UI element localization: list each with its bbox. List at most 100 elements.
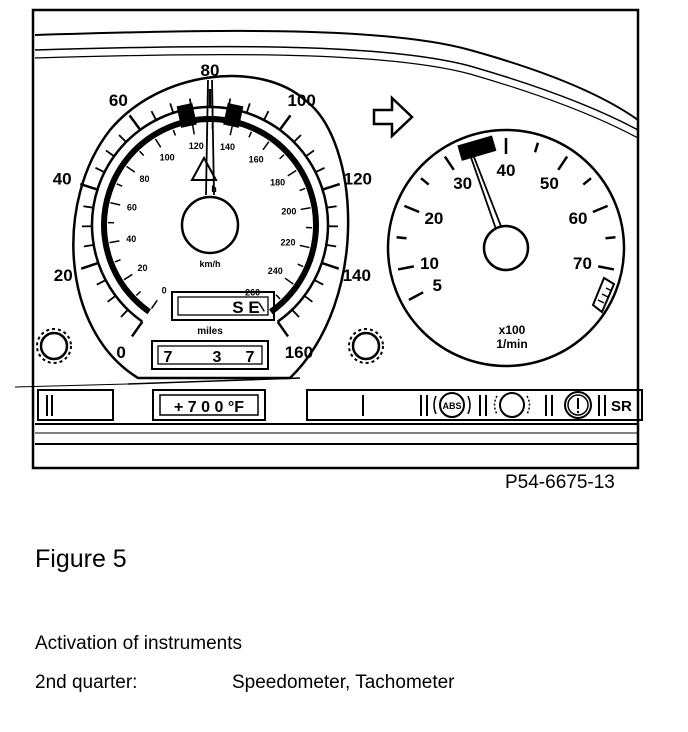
tacho-needle [472, 153, 503, 228]
brake-warning-icon [493, 392, 531, 418]
warning-exclamation-icon [564, 391, 592, 419]
tacho-tick [443, 155, 455, 171]
mph-tick [322, 182, 341, 191]
mph-tick [95, 166, 105, 174]
mph-tick [150, 110, 157, 121]
mph-tick [303, 295, 313, 303]
kmh-tick [110, 202, 121, 206]
mph-tick [291, 309, 300, 318]
rpm-marker-block [457, 135, 497, 161]
indicator-panel-left [37, 389, 114, 421]
kmh-tick [123, 273, 133, 281]
kmh-label: 100 [160, 152, 175, 162]
kmh-label: 120 [189, 141, 204, 151]
tacho-tick [420, 177, 430, 186]
mph-tick [326, 205, 337, 209]
odometer-digit: 3 [213, 349, 222, 366]
tacho-tick [597, 265, 615, 271]
tacho-label: 20 [424, 209, 443, 228]
speedo-outer-band [90, 105, 330, 323]
mph-label: 140 [343, 266, 371, 285]
kmh-label: 60 [127, 203, 137, 213]
mph-label: 20 [54, 266, 73, 285]
tacho-label: 50 [540, 174, 559, 193]
sr-label: SR [611, 398, 632, 415]
kmh-tick [279, 154, 285, 160]
warning-triangle-icon [190, 155, 218, 181]
dash-contour-line [34, 53, 639, 139]
odometer-digit: 7 [246, 349, 255, 366]
odometer-inner [157, 345, 263, 365]
mph-tick [263, 110, 270, 121]
tacho-hub [482, 224, 530, 272]
kmh-label: 40 [126, 234, 136, 244]
figure-title: Figure 5 [35, 545, 127, 573]
mph-tick [313, 279, 324, 286]
tacho-tick [605, 235, 616, 240]
tacho-tick [397, 265, 415, 271]
kmh-label: 180 [270, 177, 285, 187]
kmh-tick [299, 244, 310, 249]
mph-tick [120, 309, 129, 318]
mph-tick [83, 243, 94, 248]
mph-tick [169, 103, 175, 114]
speed-marker-block [223, 103, 244, 128]
kmh-label: 20 [138, 263, 148, 273]
tacho-tick [592, 204, 609, 214]
kmh-tick [150, 299, 158, 309]
tacho-label: 60 [569, 209, 588, 228]
kmh-tick [248, 131, 253, 138]
gear-display-inner [177, 296, 269, 316]
mph-tick [305, 149, 315, 157]
kmh-tick [262, 141, 270, 151]
mph-unit-label: h [211, 184, 217, 194]
tacho-needle [469, 153, 497, 228]
redline-hatch [601, 293, 609, 298]
kmh-tick [116, 183, 123, 187]
mph-tick [326, 243, 337, 248]
kmh-label: 160 [249, 155, 264, 165]
tacho-tick [396, 235, 407, 240]
gear-display [171, 291, 275, 321]
leader-line [14, 383, 129, 388]
kmh-label: 80 [140, 174, 150, 184]
part-number: P54-6675-13 [505, 472, 615, 493]
mph-label: 160 [285, 343, 313, 362]
mph-tick [245, 103, 251, 114]
mph-tick [83, 205, 94, 209]
tacho-unit-label: 1/min [496, 337, 527, 351]
mph-label: 120 [344, 169, 372, 188]
odometer-digit: _ [228, 349, 239, 366]
speedo-needle [205, 79, 209, 196]
kmh-tick [299, 187, 306, 192]
tacho-tick [533, 142, 540, 153]
kmh-tick [135, 290, 142, 297]
adjust-knob-icon [348, 328, 384, 364]
mph-label: 0 [116, 343, 125, 362]
kmh-tick [284, 277, 294, 285]
kmh-label: 200 [281, 206, 296, 216]
odometer-unit-label: miles [197, 326, 223, 337]
housing-base-line [127, 377, 301, 385]
speed-marker-block [176, 103, 197, 128]
mph-tick [79, 182, 98, 191]
mph-tick [128, 114, 142, 131]
kmh-tick [109, 240, 120, 244]
tacho-label: 40 [497, 161, 516, 180]
kmh-tick [229, 125, 234, 136]
adjust-knob-icon [36, 328, 72, 364]
mph-tick [105, 149, 115, 157]
abs-label: ABS [442, 401, 461, 411]
kmh-tick [300, 207, 311, 211]
kmh-label: 0 [162, 286, 167, 296]
abs-warning-icon: ABS [433, 392, 471, 418]
quarter-label: 2nd quarter: [35, 672, 138, 693]
kmh-label: 240 [268, 266, 283, 276]
kmh-tick [172, 129, 177, 136]
redline-marker [591, 276, 616, 314]
mph-tick [118, 134, 127, 143]
diagram-frame [31, 8, 640, 470]
